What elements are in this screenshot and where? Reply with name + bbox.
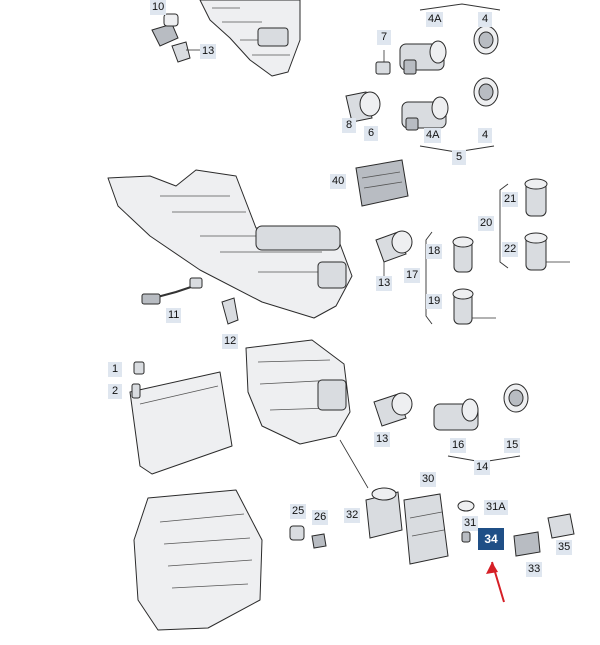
callout-33: 33: [526, 562, 543, 577]
part-2-pin: [131, 383, 141, 399]
callout-17: 17: [404, 268, 421, 283]
callout-12: 12: [222, 334, 239, 349]
part-13-top: [171, 41, 200, 63]
callout-13-low: 13: [374, 432, 391, 447]
callout-13-top: 13: [200, 44, 217, 59]
callout-4-mid: 4: [478, 128, 492, 143]
callout-4A-mid: 4A: [424, 128, 442, 143]
callout-22: 22: [502, 242, 519, 257]
center-console-main: [107, 169, 353, 319]
part-1-screw: [133, 361, 145, 375]
callout-40: 40: [330, 174, 347, 189]
callout-26: 26: [312, 510, 329, 525]
callout-21: 21: [502, 192, 519, 207]
bracket-17: [425, 231, 433, 325]
callout-31A: 31A: [484, 500, 508, 515]
callout-19: 19: [426, 294, 443, 309]
part-33: [513, 531, 541, 557]
callout-35: 35: [556, 540, 573, 555]
callout-15: 15: [504, 438, 521, 453]
part-16-socket: [433, 398, 479, 431]
part-26: [311, 533, 327, 549]
callout-2: 2: [108, 384, 122, 399]
part-35: [547, 513, 575, 539]
callout-13-mid: 13: [376, 276, 393, 291]
callout-31: 31: [462, 516, 479, 531]
callout-4-top: 4: [478, 12, 492, 27]
part-25: [289, 525, 305, 541]
callout-5: 5: [452, 150, 466, 165]
socket-4-top: [473, 25, 499, 55]
callout-14: 14: [474, 460, 491, 475]
socket-4A-mid: [401, 96, 449, 131]
part-15-socket: [503, 383, 529, 413]
part-21: [524, 178, 548, 217]
callout-7: 7: [377, 30, 391, 45]
bracket-4A-top: [419, 3, 501, 11]
part-30-bezel: [403, 493, 449, 565]
side-panel: [129, 371, 233, 475]
part-10-switch: [151, 13, 179, 47]
part-40-tray: [355, 159, 409, 207]
leader-rear-to-32: [339, 439, 369, 489]
part-7-clip: [375, 50, 391, 75]
callout-25: 25: [290, 504, 307, 519]
socket-4A-top: [399, 40, 447, 75]
bracket-20: [499, 183, 509, 269]
part-19: [452, 288, 496, 325]
callout-32: 32: [344, 508, 361, 523]
callout-20: 20: [478, 216, 495, 231]
callout-34-highlight: 34: [478, 528, 504, 550]
socket-4-mid: [473, 77, 499, 107]
part-13-mid: [375, 230, 413, 278]
callout-10: 10: [150, 0, 167, 15]
part-13-low: [373, 392, 413, 427]
part-18: [452, 236, 474, 273]
part-11-cable: [141, 277, 203, 305]
callout-8: 8: [342, 118, 356, 133]
callout-30: 30: [420, 472, 437, 487]
part-12-clip: [221, 297, 239, 325]
callout-6: 6: [364, 126, 378, 141]
part-31: [461, 531, 471, 543]
callout-11: 11: [166, 308, 182, 323]
part-22: [524, 232, 570, 271]
callout-4A-top: 4A: [426, 12, 444, 27]
lower-trim: [133, 489, 263, 631]
top-console-part: [199, 0, 301, 77]
part-31A-ring: [457, 500, 475, 512]
part-32-holder: [365, 487, 403, 539]
rear-console: [245, 339, 351, 445]
callout-18: 18: [426, 244, 443, 259]
callout-1: 1: [108, 362, 122, 377]
callout-16: 16: [450, 438, 467, 453]
part-8-6-holder: [345, 91, 381, 123]
arrow-icon: [486, 561, 505, 603]
